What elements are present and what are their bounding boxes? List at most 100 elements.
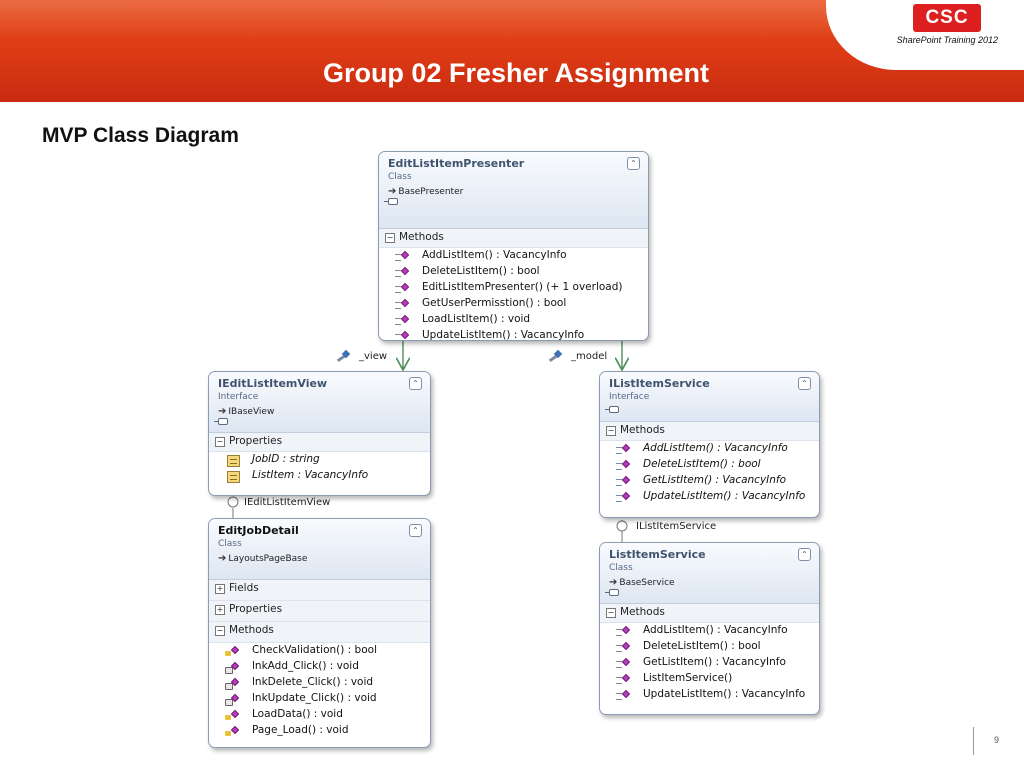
method-icon	[616, 475, 632, 487]
expand-toggle-icon[interactable]: +	[215, 584, 225, 594]
collapse-icon[interactable]: ⌃	[409, 524, 422, 537]
collapse-toggle-icon[interactable]: −	[385, 233, 395, 243]
list-item-service-class-box[interactable]: ListItemService Class ➔BaseService ⌃ − M…	[599, 542, 820, 715]
section-label: Methods	[620, 606, 665, 618]
list-item[interactable]: AddListItem() : VacancyInfo	[379, 248, 648, 264]
method-icon	[616, 657, 632, 669]
model-association-icon	[548, 349, 563, 363]
collapse-icon[interactable]: ⌃	[627, 157, 640, 170]
list-item[interactable]: ListItem : VacancyInfo	[209, 468, 430, 484]
list-item[interactable]: LoadListItem() : void	[379, 312, 648, 328]
presenter-kind: Class	[388, 172, 412, 182]
collapse-toggle-icon[interactable]: −	[215, 626, 225, 636]
property-icon	[225, 471, 241, 483]
method-icon	[616, 625, 632, 637]
presenter-methods-section[interactable]: − Methods	[379, 229, 648, 248]
list-item[interactable]: CheckValidation() : bool	[209, 643, 430, 659]
view-interface-box[interactable]: IEditListItemView Interface ➔IBaseView ⌃…	[208, 371, 431, 496]
property-icon	[225, 455, 241, 467]
list-item[interactable]: EditListItemPresenter() (+ 1 overload)	[379, 280, 648, 296]
methods-section[interactable]: − Methods	[209, 622, 430, 643]
list-item-service-methods-section[interactable]: − Methods	[600, 604, 819, 623]
edit-job-detail-name: EditJobDetail	[218, 524, 299, 537]
presenter-class-box[interactable]: EditListItemPresenter Class ➔BasePresent…	[378, 151, 649, 341]
private-method-icon	[225, 693, 241, 706]
method-icon	[395, 314, 411, 326]
list-item[interactable]: AddListItem() : VacancyInfo	[600, 623, 819, 639]
interface-pin-icon	[214, 418, 228, 425]
list-item[interactable]: DeleteListItem() : bool	[379, 264, 648, 280]
service-interface-kind: Interface	[609, 392, 650, 402]
model-association-label: _model	[571, 351, 608, 362]
view-interface-kind: Interface	[218, 392, 259, 402]
list-item[interactable]: UpdateListItem() : VacancyInfo	[379, 328, 648, 340]
interface-pin-icon	[605, 589, 619, 596]
method-icon	[395, 266, 411, 278]
list-item[interactable]: lnkAdd_Click() : void	[209, 659, 430, 675]
service-interface-methods-section[interactable]: − Methods	[600, 422, 819, 441]
list-item[interactable]: JobID : string	[209, 452, 430, 468]
slide-title: Group 02 Fresher Assignment	[322, 58, 710, 88]
expand-toggle-icon[interactable]: +	[215, 605, 225, 615]
collapse-toggle-icon[interactable]: −	[606, 426, 616, 436]
list-item[interactable]: UpdateListItem() : VacancyInfo	[600, 687, 819, 703]
collapse-toggle-icon[interactable]: −	[215, 437, 225, 447]
view-association-label: _view	[359, 351, 388, 362]
list-item-service-base: ➔BaseService	[609, 577, 675, 588]
private-method-icon	[225, 677, 241, 690]
section-label: Methods	[399, 231, 444, 243]
list-item[interactable]: UpdateListItem() : VacancyInfo	[600, 489, 819, 505]
presenter-base: ➔BasePresenter	[388, 186, 464, 197]
protected-method-icon	[225, 645, 241, 657]
presenter-name: EditListItemPresenter	[388, 157, 525, 170]
list-item[interactable]: lnkUpdate_Click() : void	[209, 691, 430, 707]
service-lollipop-circle	[616, 520, 628, 532]
list-item[interactable]: AddListItem() : VacancyInfo	[600, 441, 819, 457]
collapse-icon[interactable]: ⌃	[798, 377, 811, 390]
edit-job-detail-class-box[interactable]: EditJobDetail Class ➔LayoutsPageBase ⌃ +…	[208, 518, 431, 748]
private-method-icon	[225, 661, 241, 674]
list-item[interactable]: Page_Load() : void	[209, 723, 430, 739]
list-item[interactable]: lnkDelete_Click() : void	[209, 675, 430, 691]
collapse-toggle-icon[interactable]: −	[606, 608, 616, 618]
service-interface-box[interactable]: IListItemService Interface ⌃ − Methods A…	[599, 371, 820, 518]
footer-divider	[973, 727, 974, 755]
list-item[interactable]: DeleteListItem() : bool	[600, 457, 819, 473]
view-interface-base: ➔IBaseView	[218, 406, 275, 417]
inherit-arrow-icon: ➔	[609, 577, 618, 588]
list-item[interactable]: GetUserPermisstion() : bool	[379, 296, 648, 312]
method-icon	[395, 330, 411, 340]
view-lollipop-circle	[227, 496, 239, 508]
list-item-service-header: ListItemService Class ➔BaseService ⌃	[600, 543, 819, 604]
section-label: Properties	[229, 603, 283, 615]
section-label: Methods	[229, 624, 274, 636]
list-item[interactable]: LoadData() : void	[209, 707, 430, 723]
service-lollipop-label: IListItemService	[636, 521, 717, 532]
section-label: Properties	[229, 435, 283, 447]
view-interface-name: IEditListItemView	[218, 377, 328, 390]
view-lollipop-label: IEditListItemView	[244, 497, 331, 508]
fields-section[interactable]: + Fields	[209, 580, 430, 601]
edit-job-detail-base: ➔LayoutsPageBase	[218, 553, 308, 564]
inherit-arrow-icon: ➔	[218, 406, 227, 417]
view-properties-section[interactable]: − Properties	[209, 433, 430, 452]
collapse-icon[interactable]: ⌃	[409, 377, 422, 390]
collapse-icon[interactable]: ⌃	[798, 548, 811, 561]
list-item[interactable]: GetListItem() : VacancyInfo	[600, 655, 819, 671]
list-item-service-name: ListItemService	[609, 548, 706, 561]
method-icon	[395, 298, 411, 310]
page-number: 9	[994, 735, 1000, 745]
service-interface-header: IListItemService Interface ⌃	[600, 372, 819, 422]
edit-job-detail-header: EditJobDetail Class ➔LayoutsPageBase ⌃	[209, 519, 430, 580]
view-association-icon	[336, 349, 351, 363]
protected-method-icon	[225, 709, 241, 721]
service-interface-name: IListItemService	[609, 377, 710, 390]
properties-section[interactable]: + Properties	[209, 601, 430, 622]
list-item[interactable]: GetListItem() : VacancyInfo	[600, 473, 819, 489]
presenter-header: EditListItemPresenter Class ➔BasePresent…	[379, 152, 648, 229]
list-item[interactable]: ListItemService()	[600, 671, 819, 687]
list-item[interactable]: DeleteListItem() : bool	[600, 639, 819, 655]
method-icon	[395, 282, 411, 294]
edit-job-detail-kind: Class	[218, 539, 242, 549]
